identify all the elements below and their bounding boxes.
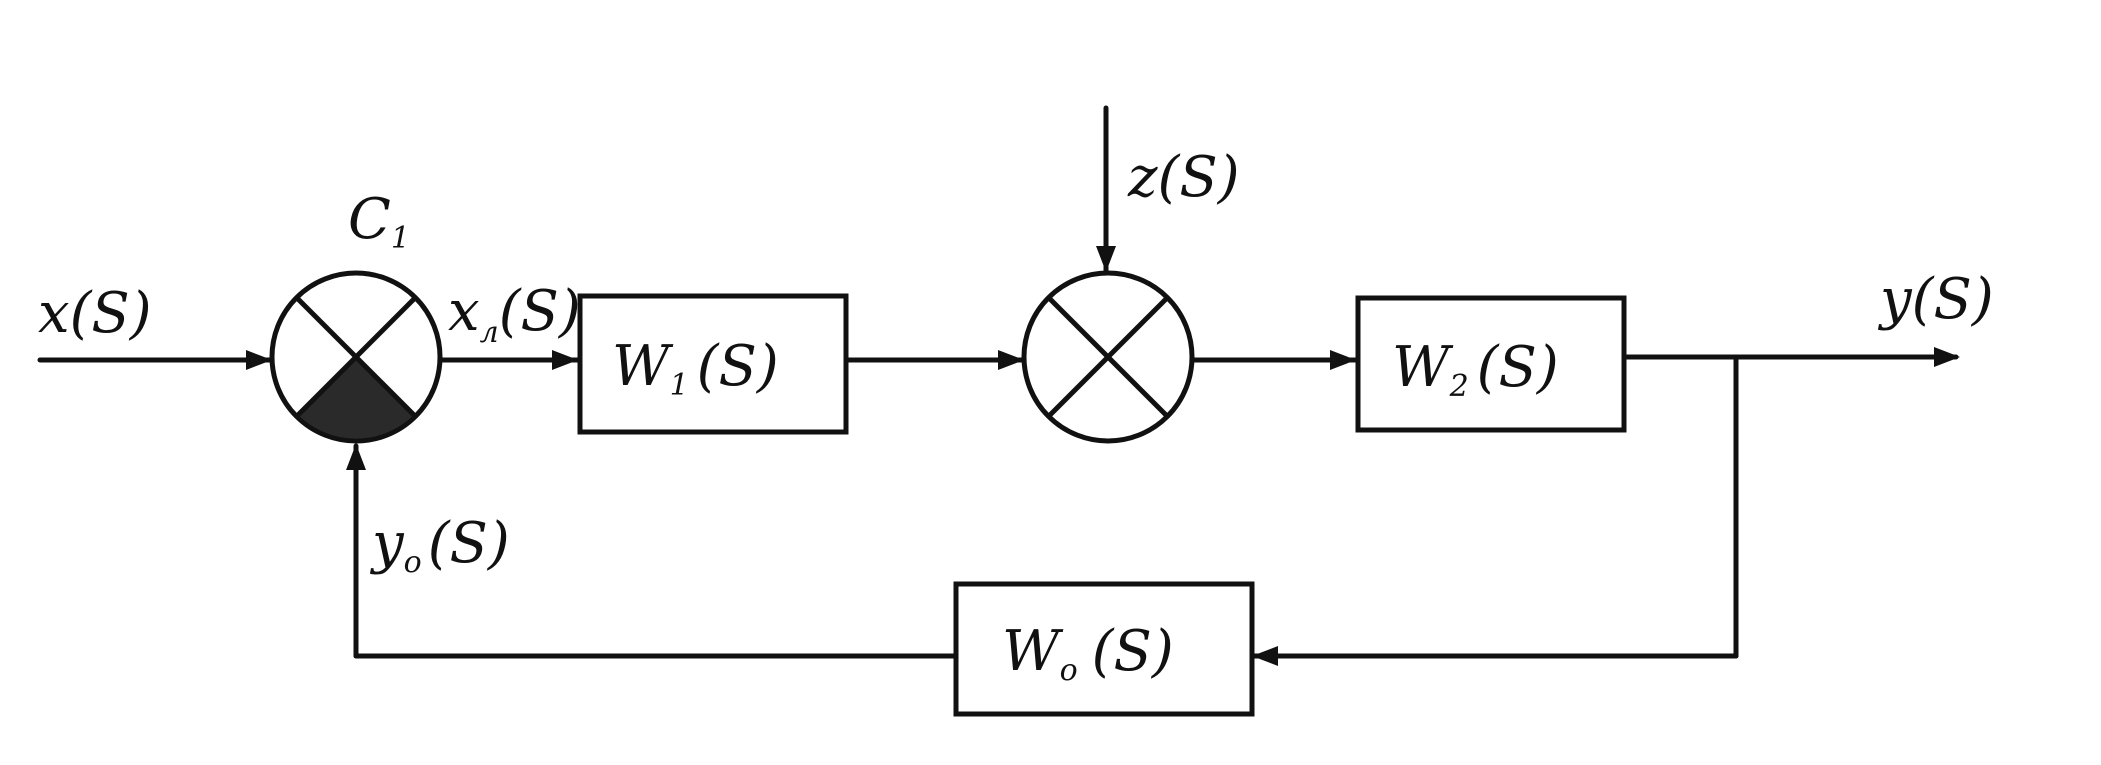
output-arrow bbox=[1934, 347, 1960, 367]
summing-junction bbox=[1021, 270, 1195, 444]
w1-output-arrow bbox=[998, 350, 1024, 370]
feedback-label: yo(S) bbox=[369, 511, 510, 580]
block-w2-label: W2(S) bbox=[1392, 335, 1559, 404]
block-w0 bbox=[953, 581, 1255, 717]
input-label: x(S) bbox=[38, 281, 152, 346]
output-label: y(S) bbox=[1877, 267, 1994, 332]
junction-output-arrow bbox=[1330, 350, 1356, 370]
block-w0-label: Wo(S) bbox=[1002, 619, 1174, 688]
block-w1-label: W1(S) bbox=[612, 334, 779, 403]
feedback-arrow-comparator bbox=[346, 444, 366, 470]
disturbance-label: z(S) bbox=[1127, 145, 1240, 210]
error-arrow bbox=[552, 350, 578, 370]
comparator-label: C1 bbox=[348, 187, 410, 256]
comparator-negative-sector bbox=[294, 354, 418, 442]
error-label: xл(S) bbox=[448, 279, 581, 350]
block-w1 bbox=[577, 293, 849, 435]
feedback-arrow-w0 bbox=[1252, 646, 1278, 666]
disturbance-arrow bbox=[1096, 246, 1116, 272]
input-arrow bbox=[246, 350, 272, 370]
comparator-c1 bbox=[269, 270, 443, 444]
block-w2 bbox=[1355, 295, 1627, 433]
